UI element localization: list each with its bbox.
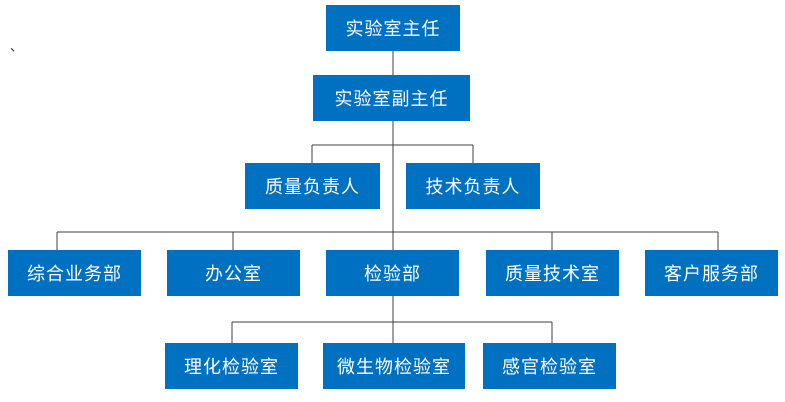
node-quality-manager: 质量负责人	[245, 163, 380, 209]
node-dept-customer-service: 客户服务部	[645, 250, 778, 296]
node-lab-sensory: 感官检验室	[483, 343, 616, 389]
node-label: 综合业务部	[27, 264, 122, 285]
node-label: 检验部	[364, 264, 421, 285]
node-label: 感官检验室	[502, 357, 597, 378]
node-label: 质量技术室	[505, 264, 600, 285]
node-technical-manager: 技术负责人	[406, 163, 540, 209]
node-dept-office: 办公室	[167, 250, 300, 296]
node-lab-physicochemical: 理化检验室	[165, 343, 298, 389]
node-label: 办公室	[205, 264, 262, 285]
node-label: 客户服务部	[664, 264, 759, 285]
node-label: 质量负责人	[265, 177, 360, 198]
node-lab-microbiology: 微生物检验室	[323, 343, 465, 389]
node-dept-quality-technology: 质量技术室	[486, 250, 619, 296]
node-label: 实验室副主任	[334, 89, 449, 110]
node-director: 实验室主任	[326, 5, 460, 51]
node-label: 实验室主任	[345, 19, 441, 40]
node-dept-inspection: 检验部	[326, 250, 459, 296]
node-label: 理化检验室	[184, 357, 279, 378]
node-deputy-director: 实验室副主任	[313, 75, 470, 121]
node-label: 微生物检验室	[337, 357, 451, 378]
node-label: 技术负责人	[425, 177, 521, 198]
node-dept-general-business: 综合业务部	[8, 250, 141, 296]
stray-mark: 、	[10, 40, 24, 55]
